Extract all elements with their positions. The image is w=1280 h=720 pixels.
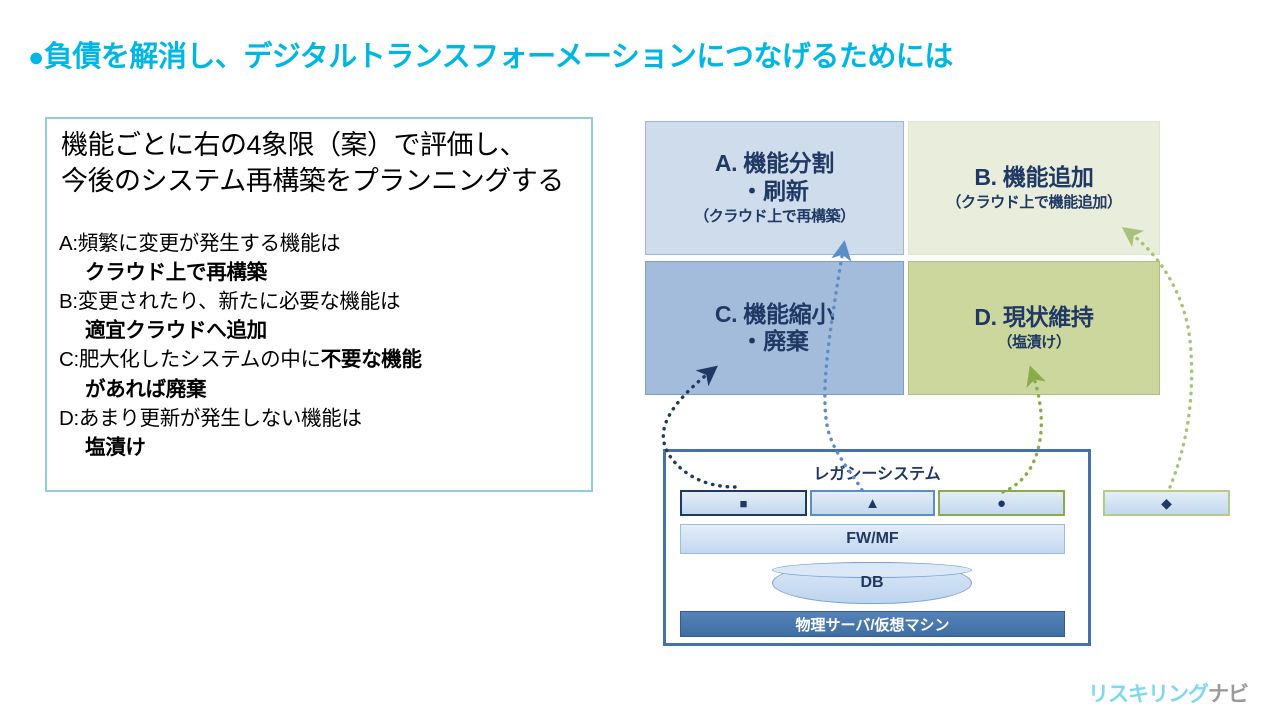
list-item-d-emphasis: 塩漬け	[85, 435, 146, 459]
list-item-c-emphasis: があれば廃棄	[85, 377, 207, 401]
legacy-system-title: レガシーシステム	[813, 466, 941, 483]
list-item-b-emphasis: 適宜クラウドへ追加	[85, 319, 267, 343]
quadrant-c-title-line1: C. 機能縮小	[714, 300, 835, 327]
quadrant-c-title: C. 機能縮小 ・廃棄	[714, 300, 835, 355]
list-item-b-label: B:変更されたり、新たに必要な機能は	[59, 290, 401, 314]
page-title-text: 負債を解消し、デジタルトランスフォーメーションにつなげるためには	[43, 41, 954, 73]
quadrant-c-title-line2: ・廃棄	[740, 328, 809, 354]
list-item-a-emphasis: クラウド上で再構築	[85, 261, 267, 285]
list-item-c-label-plain: C:肥大化したシステムの中に	[59, 348, 321, 372]
circle-glyph-icon: ●	[996, 494, 1007, 512]
explanation-list: A:頻繁に変更が発生する機能は クラウド上で再構築 B:変更されたり、新たに必要…	[59, 229, 589, 462]
quadrant-b-subtitle: （クラウド上で機能追加）	[946, 193, 1122, 211]
list-item-c-label-bold: 不要な機能	[320, 348, 422, 372]
triangle-glyph-icon: ▲	[865, 494, 880, 512]
quadrant-d-title: D. 現状維持	[974, 304, 1094, 331]
brand-logo: リスキリングナビ	[1088, 678, 1249, 708]
quadrant-a-title-line1: A. 機能分割	[714, 150, 835, 177]
quadrant-b[interactable]: B. 機能追加 （クラウド上で機能追加）	[908, 121, 1160, 255]
legacy-middleware-bar: FW/MF	[680, 524, 1065, 554]
legacy-system-box: レガシーシステム ■ ▲ ● FW/MF DB 物理サーバ/仮想マシン	[663, 449, 1091, 646]
legacy-app-triangle[interactable]: ▲	[810, 490, 935, 516]
explanation-panel: 機能ごとに右の4象限（案）で評価し、 今後のシステム再構築をプランニングする A…	[45, 117, 593, 492]
quadrant-c[interactable]: C. 機能縮小 ・廃棄	[645, 261, 904, 395]
explanation-heading: 機能ごとに右の4象限（案）で評価し、 今後のシステム再構築をプランニングする	[61, 127, 581, 200]
list-item-d-label: D:あまり更新が発生しない機能は	[59, 406, 362, 430]
quadrant-d-subtitle: （塩漬け）	[997, 333, 1071, 351]
list-item-c-label: C:肥大化したシステムの中に不要な機能	[59, 345, 589, 374]
diamond-glyph-icon: ◆	[1161, 495, 1172, 511]
brand-logo-primary: リスキリング	[1088, 683, 1209, 706]
quadrant-a[interactable]: A. 機能分割 ・刷新 （クラウド上で再構築）	[645, 121, 904, 255]
legacy-database-cylinder: DB	[772, 562, 972, 604]
page-title: ●負債を解消し、デジタルトランスフォーメーションにつなげるためには	[28, 33, 953, 75]
explanation-heading-line2: 今後のシステム再構築をプランニングする	[61, 166, 564, 197]
quadrant-a-subtitle: （クラウド上で再構築）	[694, 207, 855, 225]
title-bullet-icon: ●	[28, 42, 44, 72]
square-glyph-icon: ■	[739, 495, 748, 511]
legacy-infrastructure-bar: 物理サーバ/仮想マシン	[680, 611, 1065, 637]
legacy-app-circle[interactable]: ●	[938, 490, 1065, 516]
legacy-app-square[interactable]: ■	[680, 490, 807, 516]
legacy-database-label: DB	[860, 574, 884, 591]
quadrant-d[interactable]: D. 現状維持 （塩漬け）	[908, 261, 1160, 395]
brand-logo-secondary: ナビ	[1208, 683, 1249, 706]
quadrant-b-title: B. 機能追加	[974, 164, 1094, 191]
list-item-a-label: A:頻繁に変更が発生する機能は	[59, 232, 341, 255]
detached-component-box[interactable]: ◆	[1103, 490, 1230, 516]
quadrant-a-title: A. 機能分割 ・刷新	[714, 150, 835, 204]
explanation-heading-line1: 機能ごとに右の4象限（案）で評価し、	[61, 130, 527, 160]
quadrant-a-title-line2: ・刷新	[740, 177, 809, 204]
